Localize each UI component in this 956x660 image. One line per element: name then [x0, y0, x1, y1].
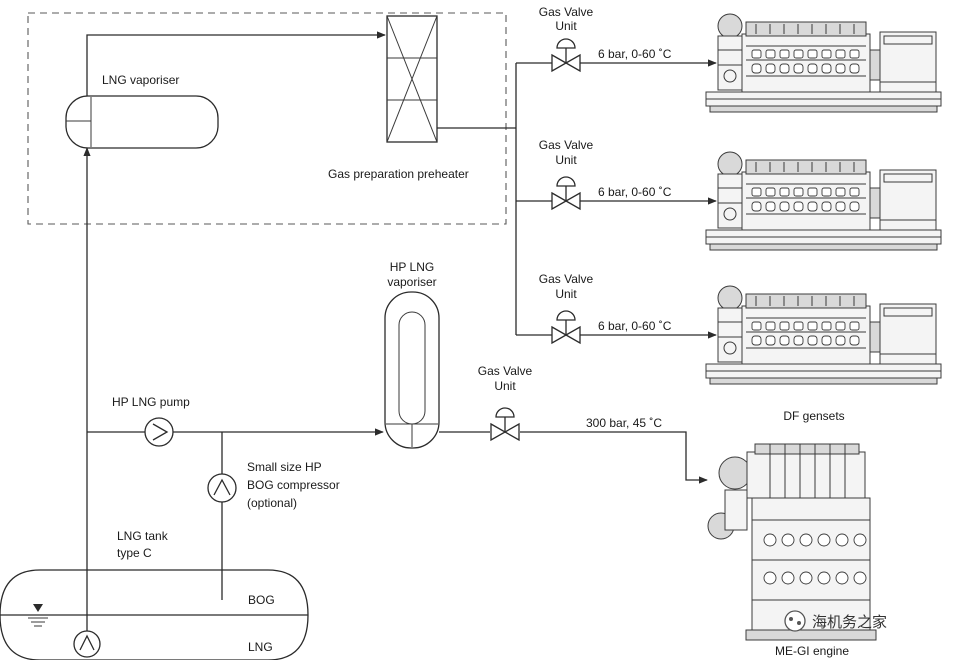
label-bog-compressor-line1: Small size HP: [247, 460, 322, 474]
df-genset-1: [705, 13, 942, 113]
label-bog: BOG: [248, 593, 275, 607]
watermark-text: 海机务之家: [812, 613, 887, 631]
label-gvu-4-line2: Unit: [494, 379, 516, 393]
label-bog-compressor-line2: BOG compressor: [247, 478, 340, 492]
label-hp-lng-pump: HP LNG pump: [112, 395, 190, 409]
label-gvu-2-line2: Unit: [555, 153, 577, 167]
bog-compressor-symbol: [207, 473, 237, 503]
gas-valve-unit-3: [551, 310, 581, 345]
label-me-gi-engine: ME-GI engine: [775, 644, 849, 658]
label-pressure-genset-1: 6 bar, 0-60 ˚C: [598, 47, 672, 61]
gas-preparation-preheater: [386, 15, 438, 143]
gas-valve-unit-1: [551, 38, 581, 73]
me-gi-engine: [707, 443, 877, 641]
label-pressure-genset-3: 6 bar, 0-60 ˚C: [598, 319, 672, 333]
label-gvu-2-line1: Gas Valve: [539, 138, 594, 152]
piping: [83, 31, 717, 633]
hp-lng-vaporiser-vessel: [384, 291, 440, 449]
lng-vaporiser-vessel: [65, 95, 219, 149]
df-genset-3: [705, 285, 942, 385]
label-gvu-1-line1: Gas Valve: [539, 5, 594, 19]
label-gvu-3-line2: Unit: [555, 287, 577, 301]
label-gvu-3-line1: Gas Valve: [539, 272, 594, 286]
tank-pump-symbol: [73, 630, 101, 658]
label-pressure-genset-2: 6 bar, 0-60 ˚C: [598, 185, 672, 199]
gas-valve-unit-4: [490, 407, 520, 442]
label-bog-compressor-line3: (optional): [247, 496, 297, 510]
watermark-logo-icon: [784, 610, 806, 632]
label-pressure-engine: 300 bar, 45 ˚C: [586, 416, 662, 430]
label-gvu-4-line1: Gas Valve: [478, 364, 533, 378]
df-genset-2: [705, 151, 942, 251]
watermark: 海机务之家: [784, 610, 887, 632]
label-lng-vaporiser: LNG vaporiser: [102, 73, 179, 87]
hp-lng-pump-symbol: [144, 417, 174, 447]
label-lng: LNG: [248, 640, 273, 654]
label-hp-lng-vaporiser-line1: HP LNG: [390, 260, 434, 274]
label-gas-preparation-preheater: Gas preparation preheater: [328, 167, 469, 181]
label-hp-lng-vaporiser-line2: vaporiser: [387, 275, 436, 289]
label-gvu-1-line2: Unit: [555, 19, 577, 33]
label-lng-tank-line2: type C: [117, 546, 152, 560]
label-lng-tank-line1: LNG tank: [117, 529, 169, 543]
vaporiser-package-boundary: [27, 12, 507, 225]
label-df-gensets: DF gensets: [783, 409, 844, 423]
gas-valve-unit-2: [551, 176, 581, 211]
